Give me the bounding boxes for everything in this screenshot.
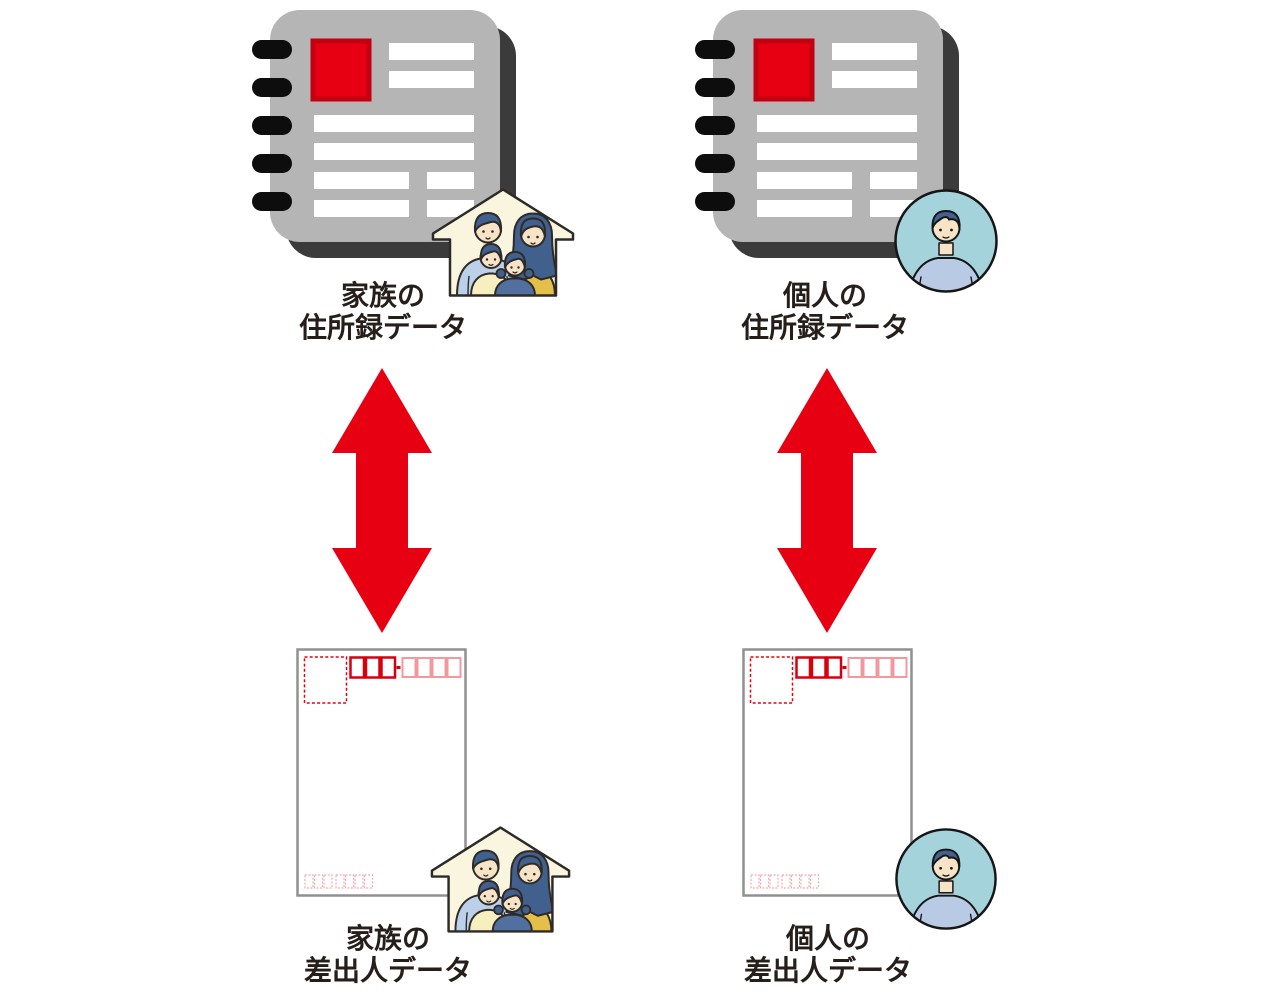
label-line: 差出人データ bbox=[303, 954, 472, 987]
label-line: 差出人データ bbox=[743, 954, 912, 987]
label-personal-address-book: 個人の 住所録データ bbox=[675, 280, 975, 344]
postcard-icon bbox=[742, 648, 913, 897]
label-line: 個人の bbox=[785, 922, 870, 955]
person-avatar-icon bbox=[892, 187, 1000, 295]
label-line: 住所録データ bbox=[298, 311, 467, 344]
person-avatar-icon bbox=[893, 826, 999, 932]
label-personal-sender-data: 個人の 差出人データ bbox=[678, 923, 978, 987]
label-family-address-book: 家族の 住所録データ bbox=[233, 280, 533, 344]
double-arrow-icon bbox=[332, 368, 432, 633]
label-line: 家族の bbox=[340, 279, 425, 312]
label-line: 家族の bbox=[345, 922, 430, 955]
family-photo-icon bbox=[428, 825, 573, 934]
label-line: 個人の bbox=[782, 279, 867, 312]
double-arrow-icon bbox=[777, 368, 877, 633]
label-family-sender-data: 家族の 差出人データ bbox=[238, 923, 538, 987]
label-line: 住所録データ bbox=[740, 311, 909, 344]
